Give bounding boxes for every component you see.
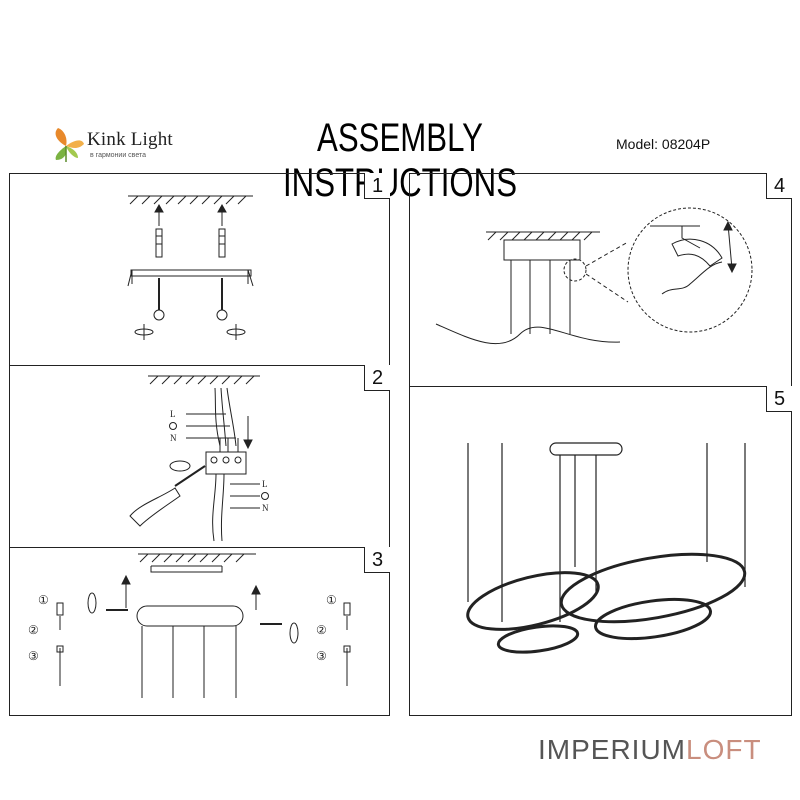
ceiling-hatch [129, 195, 247, 205]
watermark: IMPERIUMLOFT [538, 734, 762, 766]
wire-label-N-top: N [170, 433, 177, 443]
step-4-diagram [435, 207, 753, 344]
part-marker-2-left: ② [28, 623, 39, 637]
part-marker-1-left: ① [38, 593, 49, 607]
part-marker-3-left: ③ [28, 649, 39, 663]
model-number: Model: 08204P [616, 136, 711, 152]
ground-icon [261, 492, 269, 500]
watermark-loft: LOFT [686, 734, 762, 765]
ground-icon [169, 422, 177, 430]
part-marker-1-right: ① [326, 593, 337, 607]
step-1-panel: 1 [9, 173, 390, 366]
brand-logo [46, 124, 88, 164]
step-2-diagram: L N L N [129, 375, 269, 542]
step-2-panel: 2 [9, 365, 390, 548]
wire-label-L-top: L [170, 409, 176, 419]
step-5-diagram [466, 442, 747, 654]
brand-name: Kink Light [87, 129, 173, 150]
part-marker-2-right: ② [316, 623, 327, 637]
step-4-panel: 4 [409, 173, 792, 387]
step-3-number: 3 [364, 547, 390, 573]
step-5-panel: 5 [409, 386, 792, 716]
step-3-diagram: ① ② ③ ① ② ③ [28, 553, 351, 698]
part-marker-3-right: ③ [316, 649, 327, 663]
wire-label-L-bottom: L [262, 479, 268, 489]
leaf-logo-icon [55, 128, 84, 162]
step-4-number: 4 [766, 173, 792, 199]
page-title: ASSEMBLY INSTRUCTIONS [283, 116, 517, 205]
step-3-panel: 3 ① ② [9, 547, 390, 716]
brand-tagline: в гармонии света [90, 152, 147, 159]
step-5-number: 5 [766, 386, 792, 412]
wire-label-N-bottom: N [262, 503, 269, 513]
step-1-diagram [127, 195, 254, 340]
step-1-number: 1 [364, 173, 390, 199]
watermark-imperium: IMPERIUM [538, 734, 686, 765]
step-2-number: 2 [364, 365, 390, 391]
